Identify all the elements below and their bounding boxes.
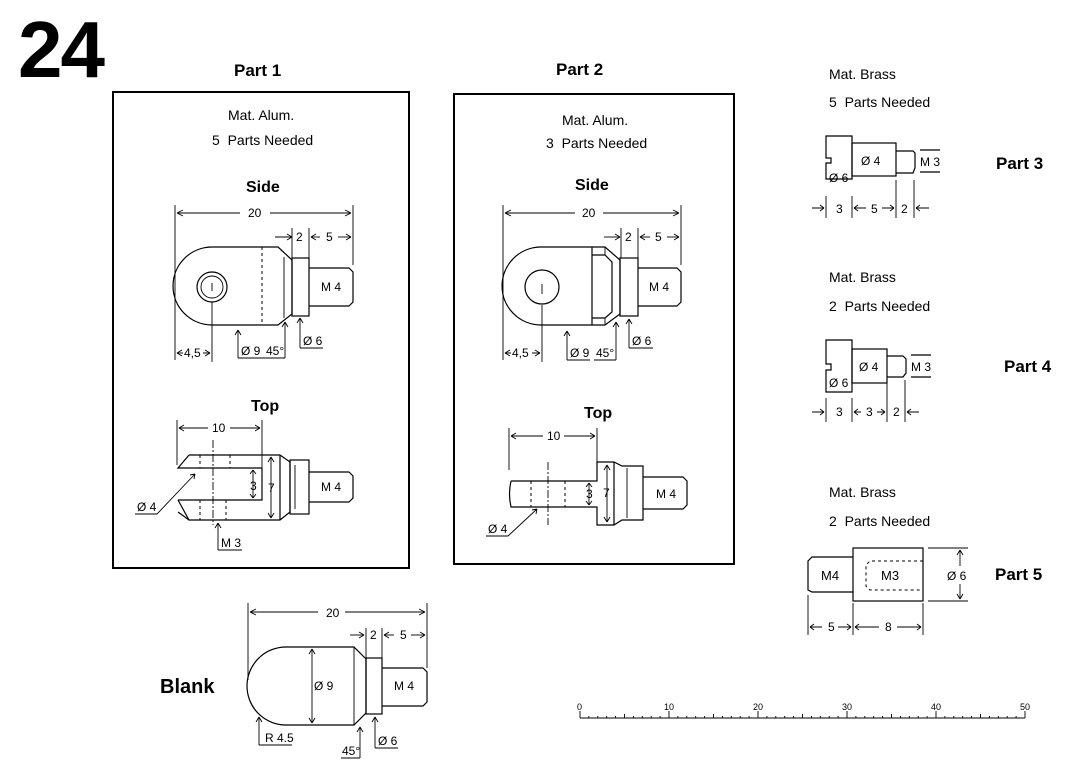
part3-thread: M 3 xyxy=(920,155,940,169)
part1-top-view: 10 M 4 3 7 Ø 4 M 3 xyxy=(135,420,354,551)
part1-material: Mat. Alum. xyxy=(228,107,295,123)
part2-side-thread: M 4 xyxy=(649,280,669,294)
blank-title: Blank xyxy=(160,676,215,698)
part1-side-label: Side xyxy=(246,179,280,196)
part1-top-thread: M 4 xyxy=(321,480,341,494)
part1-side-dia-collar: Ø 6 xyxy=(303,334,323,348)
part5-title: Part 5 xyxy=(995,565,1043,584)
part2-top-view: 10 M 4 3 7 Ø 4 xyxy=(486,428,688,537)
part1-quantity: 5 Parts Needed xyxy=(212,132,314,148)
part5-thread-len: 5 xyxy=(828,620,835,634)
part2-side-dim-overall: 20 xyxy=(582,206,596,220)
scale-label-40: 40 xyxy=(931,702,941,712)
part1-side-dia-body: Ø 9 xyxy=(241,344,261,358)
part5-material: Mat. Brass xyxy=(829,484,896,500)
part2-top-dim-width: 7 xyxy=(603,486,610,500)
part5-body-len: 8 xyxy=(885,620,892,634)
part3-head-dia: Ø 6 xyxy=(829,171,849,185)
part1-title: Part 1 xyxy=(234,61,282,80)
part2-top-label: Top xyxy=(584,405,613,422)
part2-side-dia-body: Ø 9 xyxy=(570,346,590,360)
part3-shank-len: 5 xyxy=(871,202,878,216)
scale-label-30: 30 xyxy=(842,702,852,712)
part2-side-view: 20 2 5 M 4 4,5 Ø 9 45° Ø 6 xyxy=(501,205,682,362)
part4-thread: M 3 xyxy=(911,360,931,374)
part4-shank-dia: Ø 4 xyxy=(859,360,879,374)
blank-dim-thread-len: 5 xyxy=(400,628,407,642)
sheet-number: 24 xyxy=(18,5,105,94)
part1-side-view: 20 2 5 M 4 4,5 Ø 9 45° Ø 6 xyxy=(172,205,354,362)
part1-side-dim-collar: 2 xyxy=(296,230,303,244)
part3-quantity: 5 Parts Needed xyxy=(829,94,931,110)
part5-thread-in: M3 xyxy=(881,568,899,583)
part1-side-dim-hole-pos: 4,5 xyxy=(184,346,201,360)
scale-label-10: 10 xyxy=(664,702,674,712)
part4-quantity: 2 Parts Needed xyxy=(829,298,931,314)
part1-side-dim-overall: 20 xyxy=(248,206,262,220)
part2-side-dim-thread-len: 5 xyxy=(655,230,662,244)
part2-side-label: Side xyxy=(575,177,609,194)
part5-thread-out: M4 xyxy=(821,568,839,583)
blank-thread: M 4 xyxy=(394,679,414,693)
part3-head-len: 3 xyxy=(836,202,843,216)
part5-quantity: 2 Parts Needed xyxy=(829,513,931,529)
blank-dim-overall: 20 xyxy=(326,606,340,620)
part2-top-thread: M 4 xyxy=(656,487,676,501)
part1-top-dim-slot-w: 3 xyxy=(250,479,257,493)
part3-material: Mat. Brass xyxy=(829,66,896,82)
part3-shank-dia: Ø 4 xyxy=(861,154,881,168)
part5-dia: Ø 6 xyxy=(947,569,967,583)
part2-title: Part 2 xyxy=(556,60,604,79)
part1-side-chamfer: 45° xyxy=(266,344,284,358)
part4-material: Mat. Brass xyxy=(829,269,896,285)
part1-frame xyxy=(112,91,410,569)
blank-dia-collar: Ø 6 xyxy=(378,734,398,748)
part1-side-dim-thread-len: 5 xyxy=(326,230,333,244)
part2-side-dim-collar: 2 xyxy=(625,230,632,244)
part4-head-dia: Ø 6 xyxy=(829,376,849,390)
part4-title: Part 4 xyxy=(1004,357,1052,376)
part2-quantity: 3 Parts Needed xyxy=(546,135,648,151)
part1-top-label: Top xyxy=(251,398,280,415)
part1-top-hole: Ø 4 xyxy=(137,500,157,514)
part3-title: Part 3 xyxy=(996,154,1044,173)
part2-frame xyxy=(453,93,735,565)
part2-side-chamfer: 45° xyxy=(596,346,614,360)
part4-head-len: 3 xyxy=(836,405,843,419)
part2-top-dim-tongue-len: 10 xyxy=(547,429,561,443)
part2-material: Mat. Alum. xyxy=(562,112,629,128)
part1-top-tap: M 3 xyxy=(221,536,241,550)
part1-top-dim-width: 7 xyxy=(268,481,275,495)
blank-dim-collar: 2 xyxy=(370,628,377,642)
part2-top-hole: Ø 4 xyxy=(488,522,508,536)
part4-shank-len: 3 xyxy=(866,405,873,419)
part1-top-dim-slot-len: 10 xyxy=(212,421,226,435)
scale-bar-ticks xyxy=(579,711,1026,719)
part2-side-dia-collar: Ø 6 xyxy=(632,334,652,348)
scale-label-20: 20 xyxy=(753,702,763,712)
blank-chamfer: 45° xyxy=(342,744,360,758)
part1-side-thread: M 4 xyxy=(321,280,341,294)
blank-dia-body: Ø 9 xyxy=(314,679,334,693)
scale-label-0: 0 xyxy=(577,702,582,712)
part3-thread-len: 2 xyxy=(901,202,908,216)
part4-thread-len: 2 xyxy=(893,405,900,419)
scale-label-50: 50 xyxy=(1020,702,1030,712)
part2-side-dim-hole-pos: 4,5 xyxy=(512,346,529,360)
blank-radius: R 4.5 xyxy=(265,731,294,745)
part2-top-dim-tongue-w: 3 xyxy=(586,487,593,501)
